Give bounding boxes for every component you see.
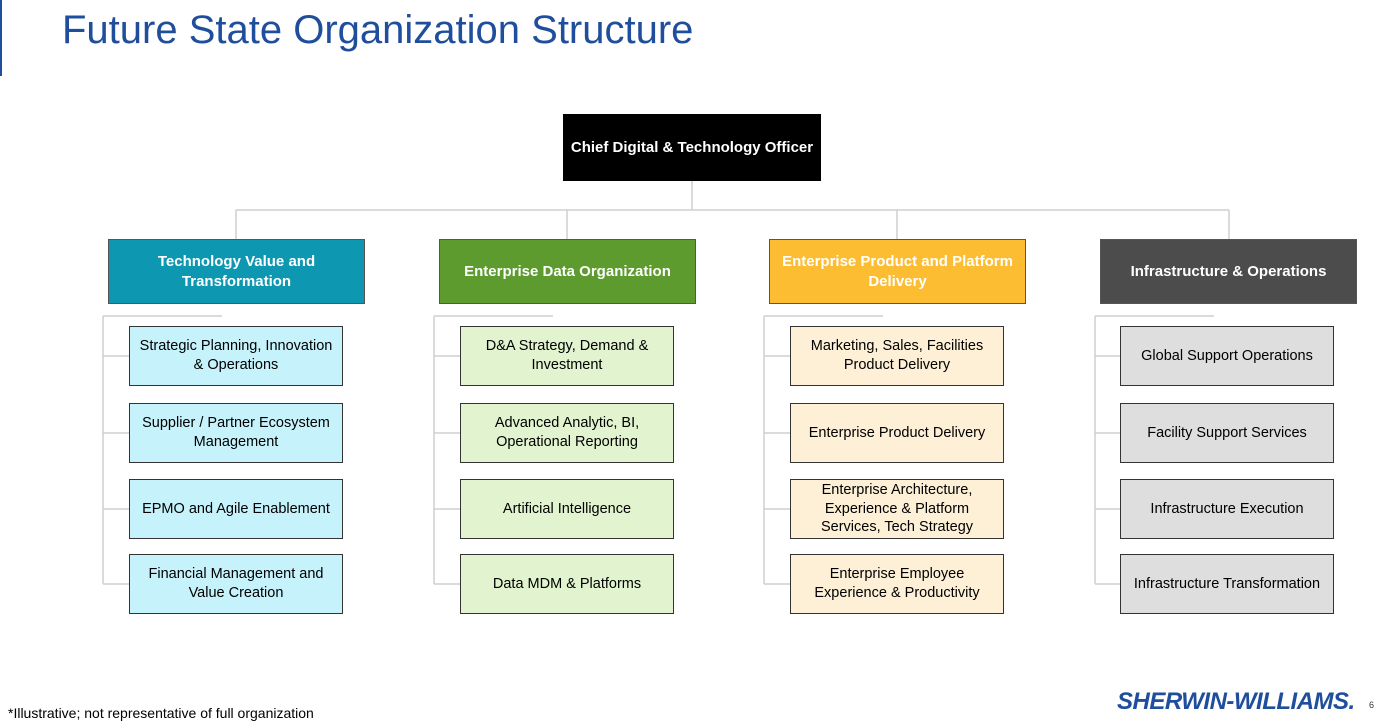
- artificial-intelligence-box: Artificial Intelligence: [460, 479, 674, 539]
- da-strategy-box: D&A Strategy, Demand & Investment: [460, 326, 674, 386]
- financial-management-box: Financial Management and Value Creation: [129, 554, 343, 614]
- employee-experience-box: Enterprise Employee Experience & Product…: [790, 554, 1004, 614]
- technology-value-head: Technology Value and Transformation: [108, 239, 365, 304]
- infrastructure-transformation-box: Infrastructure Transformation: [1120, 554, 1334, 614]
- enterprise-product-delivery-box: Enterprise Product Delivery: [790, 403, 1004, 463]
- infrastructure-operations-head: Infrastructure & Operations: [1100, 239, 1357, 304]
- global-support-box: Global Support Operations: [1120, 326, 1334, 386]
- enterprise-data-head: Enterprise Data Organization: [439, 239, 696, 304]
- chief-digital-technology-officer-box: Chief Digital & Technology Officer: [563, 114, 821, 181]
- strategic-planning-box: Strategic Planning, Innovation & Operati…: [129, 326, 343, 386]
- facility-support-box: Facility Support Services: [1120, 403, 1334, 463]
- marketing-sales-box: Marketing, Sales, Facilities Product Del…: [790, 326, 1004, 386]
- sherwin-williams-logo: SHERWIN-WILLIAMS.: [1117, 688, 1355, 715]
- epmo-agile-box: EPMO and Agile Enablement: [129, 479, 343, 539]
- supplier-ecosystem-box: Supplier / Partner Ecosystem Management: [129, 403, 343, 463]
- page-number: 6: [1369, 700, 1375, 710]
- footnote: *Illustrative; not representative of ful…: [8, 705, 314, 721]
- data-mdm-box: Data MDM & Platforms: [460, 554, 674, 614]
- enterprise-product-head: Enterprise Product and Platform Delivery: [769, 239, 1026, 304]
- infrastructure-execution-box: Infrastructure Execution: [1120, 479, 1334, 539]
- accent-rule: [0, 0, 2, 76]
- page-title: Future State Organization Structure: [62, 8, 694, 52]
- advanced-analytic-box: Advanced Analytic, BI, Operational Repor…: [460, 403, 674, 463]
- enterprise-architecture-box: Enterprise Architecture, Experience & Pl…: [790, 479, 1004, 539]
